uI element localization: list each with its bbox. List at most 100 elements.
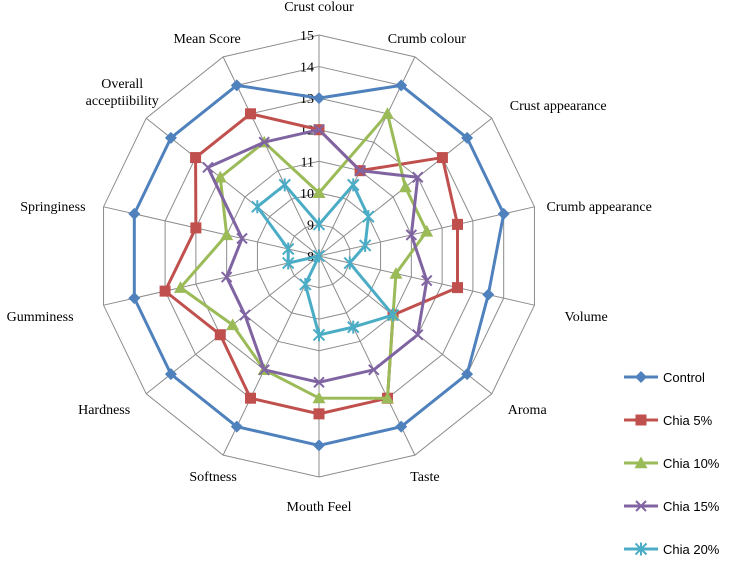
data-point-chia-5: [452, 218, 464, 230]
data-point-chia-20: [343, 256, 356, 270]
data-point-control: [497, 207, 510, 220]
data-point-chia-20: [362, 210, 375, 224]
data-point-chia-20: [347, 320, 360, 334]
data-point-chia-5: [313, 408, 325, 420]
data-point-chia-15: [405, 229, 418, 241]
category-label-taste: Taste: [410, 470, 439, 485]
legend-item-control: Control: [624, 370, 705, 385]
category-label-mouth-feel: Mouth Feel: [287, 500, 352, 515]
legend-item-chia-10: Chia 10%: [624, 456, 720, 471]
data-point-chia-15: [220, 271, 233, 283]
radial-tick-label: 10: [300, 187, 314, 202]
data-point-chia-20: [282, 242, 295, 256]
data-point-chia-15: [258, 364, 270, 376]
grid-spoke: [318, 56, 416, 257]
data-point-chia-15: [421, 274, 433, 287]
category-label-aroma: Aroma: [508, 403, 548, 418]
data-point-chia-20: [278, 178, 291, 192]
data-point-chia-5: [245, 392, 257, 404]
category-label-crust-appearance: Crust appearance: [510, 99, 607, 114]
legend-marker: [635, 500, 647, 512]
grid-spoke: [103, 206, 320, 257]
category-label-hardness: Hardness: [78, 403, 130, 418]
data-point-control: [313, 439, 325, 452]
grid-spoke: [103, 255, 320, 306]
legend-label: Control: [663, 370, 705, 385]
data-point-chia-15: [313, 376, 325, 388]
category-label-springiness: Springiness: [20, 200, 85, 215]
data-point-chia-20: [282, 256, 295, 270]
series-line-chia-20: [255, 183, 395, 337]
data-point-chia-20: [299, 277, 312, 291]
legend-label: Chia 20%: [663, 542, 720, 557]
grid-spoke: [222, 56, 320, 257]
data-point-chia-10: [398, 180, 412, 193]
legend-item-chia-5: Chia 5%: [624, 413, 713, 428]
data-point-chia-10: [213, 170, 227, 183]
data-point-chia-10: [389, 267, 403, 279]
data-point-chia-20: [312, 249, 326, 263]
radial-tick-label: 9: [307, 218, 314, 233]
series-control: [128, 79, 510, 452]
data-point-chia-20: [312, 328, 326, 342]
data-point-control: [395, 79, 408, 92]
data-point-control: [128, 207, 141, 220]
data-point-control: [313, 92, 325, 105]
legend-item-chia-20: Chia 20%: [624, 542, 720, 557]
data-point-chia-5: [214, 329, 226, 341]
data-point-control: [230, 79, 243, 92]
grid-spoke: [318, 255, 493, 395]
data-point-chia-15: [368, 364, 380, 376]
data-point-chia-15: [354, 164, 366, 177]
legend-item-chia-15: Chia 15%: [624, 499, 720, 514]
data-point-chia-10: [312, 186, 326, 199]
data-point-chia-15: [239, 309, 251, 321]
data-point-chia-5: [452, 282, 464, 294]
legend-label: Chia 10%: [663, 456, 720, 471]
data-point-chia-10: [312, 391, 326, 404]
radial-tick-label: 15: [300, 29, 314, 44]
data-point-chia-5: [159, 285, 171, 297]
category-label-softness: Softness: [189, 470, 236, 485]
data-point-control: [482, 288, 495, 301]
legend-label: Chia 15%: [663, 499, 720, 514]
grid-spoke: [318, 255, 416, 456]
series-chia-20: [251, 178, 400, 342]
data-point-control: [164, 368, 177, 381]
radial-tick-label: 11: [301, 155, 314, 170]
data-point-chia-15: [412, 171, 424, 183]
category-label-crumb-colour: Crumb colour: [388, 32, 466, 47]
data-point-control: [128, 292, 141, 305]
category-label-crust-colour: Crust colour: [284, 0, 354, 15]
series-chia-10: [173, 107, 434, 404]
series-layer: [128, 79, 510, 452]
category-label-gumminess: Gumminess: [7, 310, 74, 325]
legend-marker: [634, 456, 648, 469]
data-point-chia-20: [312, 217, 326, 231]
legend-marker: [635, 414, 647, 426]
data-point-chia-10: [420, 224, 434, 237]
data-point-chia-5: [245, 108, 257, 120]
legend-label: Chia 5%: [663, 413, 713, 428]
data-point-chia-10: [226, 318, 240, 331]
data-point-chia-5: [436, 152, 448, 164]
data-point-chia-10: [380, 107, 394, 119]
series-chia-15: [202, 124, 433, 388]
data-point-chia-15: [412, 329, 424, 341]
data-point-control: [230, 420, 243, 433]
data-point-chia-10: [380, 391, 394, 404]
data-point-control: [461, 368, 474, 381]
data-point-control: [395, 420, 408, 433]
data-point-chia-15: [202, 161, 214, 174]
category-label-crumb-appearance: Crumb appearance: [546, 200, 651, 215]
data-point-chia-20: [386, 308, 400, 322]
data-point-chia-20: [347, 178, 360, 192]
category-label-mean-score: Mean Score: [173, 32, 240, 47]
data-point-chia-5: [190, 152, 202, 164]
data-point-chia-20: [251, 200, 264, 214]
grid-spoke: [222, 255, 320, 456]
legend-marker: [634, 542, 648, 556]
